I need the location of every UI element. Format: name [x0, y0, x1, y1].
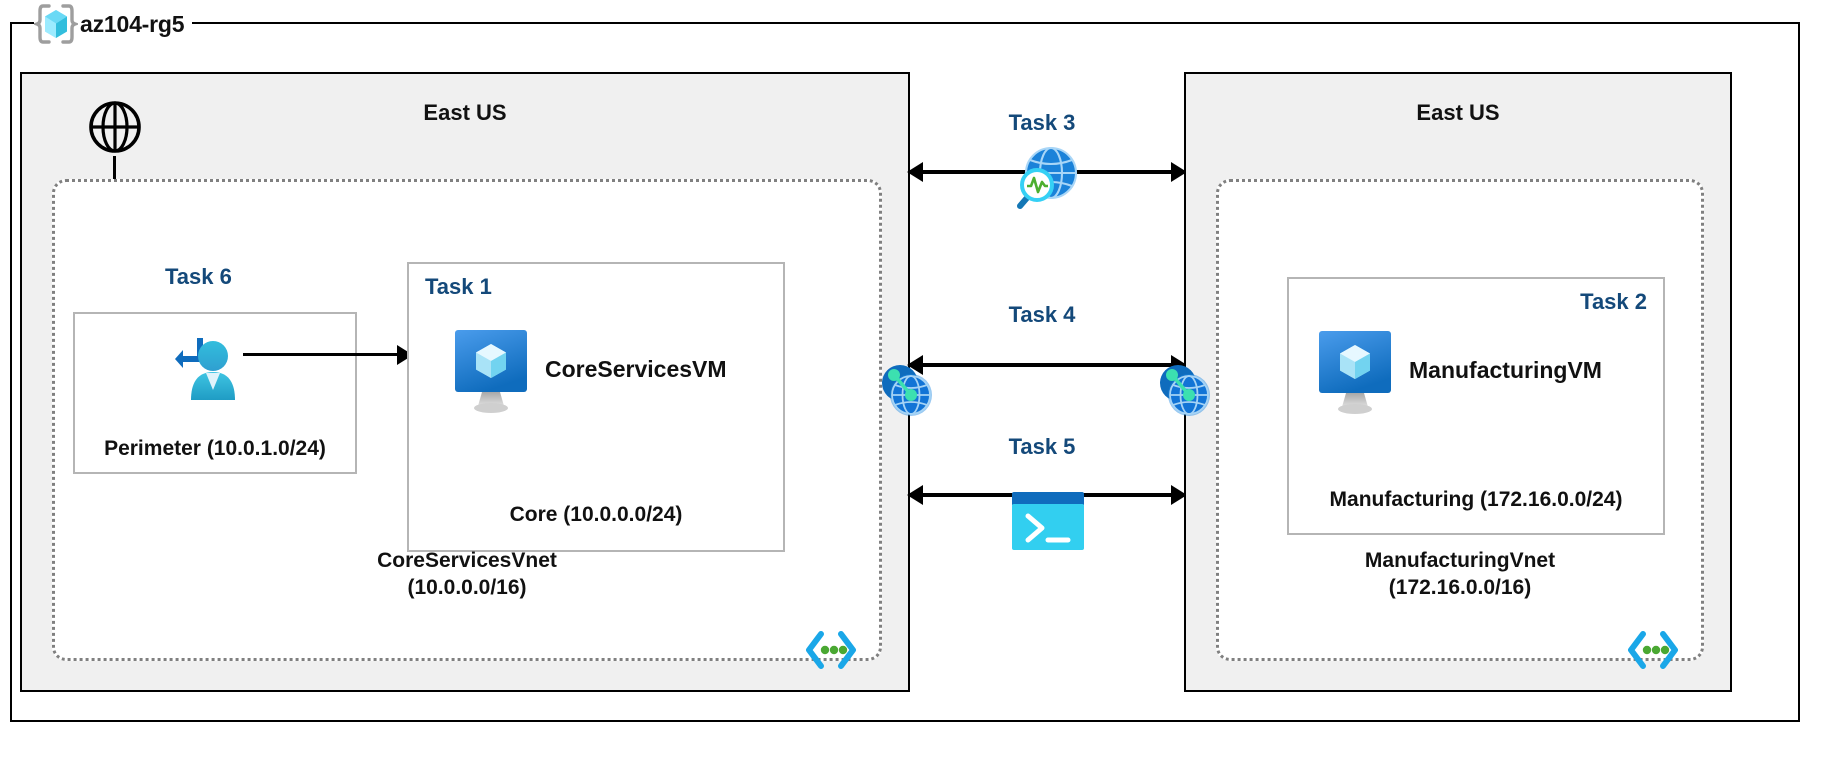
region-title-right: East US — [1416, 100, 1500, 125]
subnet-name-core: Core — [509, 502, 558, 526]
task-label-2: Task 2 — [1580, 289, 1647, 314]
vnet-manufacturing: Task 2 — [1216, 179, 1704, 669]
azure-bastion-icon — [171, 332, 245, 408]
subnet-cidr-perimeter: (10.0.1.0/24) — [206, 436, 326, 460]
region-box-right: East US T — [1160, 72, 1732, 692]
perimeter-to-core-arrow — [243, 345, 413, 365]
subnet-label-core: Core (10.0.0.0/24) — [409, 501, 783, 528]
subnet-core: Task 1 — [407, 262, 785, 552]
vnet-cidr-manufacturing: (172.16.0.0/16) — [1388, 576, 1532, 600]
task-label-5: Task 5 — [1008, 434, 1076, 459]
subnet-perimeter: Perimeter (10.0.1.0/24) — [73, 312, 357, 474]
subnet-label-perimeter: Perimeter (10.0.1.0/24) — [75, 435, 355, 462]
vnet-peering-icon-right — [1155, 359, 1217, 421]
task-label-6: Task 6 — [165, 264, 232, 289]
subnet-name-perimeter: Perimeter — [104, 436, 201, 460]
code-brackets-icon — [805, 628, 857, 672]
vnet-name-coreservices: CoreServicesVnet — [377, 548, 557, 572]
virtual-machine-icon — [449, 326, 533, 416]
network-watcher-icon — [1008, 142, 1082, 221]
vnet-name-manufacturing: ManufacturingVnet — [1364, 548, 1556, 572]
subnet-cidr-core: (10.0.0.0/24) — [563, 502, 683, 526]
subnet-name-manufacturing: Manufacturing — [1329, 487, 1475, 511]
connector-task4 — [907, 352, 1187, 378]
resource-group-header: az104-rg5 — [31, 2, 193, 46]
region-box-left: East US Task 6 — [20, 72, 932, 692]
virtual-machine-icon — [1313, 327, 1397, 417]
code-brackets-icon — [1627, 628, 1679, 672]
vm-name-coreservices: CoreServicesVM — [545, 356, 727, 382]
subnet-cidr-manufacturing: (172.16.0.0/24) — [1480, 487, 1623, 511]
region-title-left: East US — [423, 100, 507, 125]
vnet-label-coreservices: CoreServicesVnet (10.0.0.0/16) — [55, 547, 879, 602]
task-label-3: Task 3 — [1008, 110, 1076, 135]
vnet-label-manufacturing: ManufacturingVnet (172.16.0.0/16) — [1219, 547, 1701, 602]
subnet-manufacturing: Task 2 — [1287, 277, 1665, 535]
resource-group-container: az104-rg5 East US Task 6 — [10, 2, 1800, 722]
globe-icon — [87, 99, 143, 155]
vnet-cidr-coreservices: (10.0.0.0/16) — [407, 576, 527, 600]
vm-name-manufacturing: ManufacturingVM — [1409, 357, 1602, 383]
cloud-shell-icon — [1012, 492, 1084, 555]
azure-resource-group-icon — [31, 2, 81, 46]
task-label-4: Task 4 — [1008, 302, 1076, 327]
task-label-1: Task 1 — [425, 274, 492, 299]
vnet-coreservices: Task 6 — [52, 179, 882, 669]
resource-group-name: az104-rg5 — [80, 10, 185, 37]
subnet-label-manufacturing: Manufacturing (172.16.0.0/24) — [1289, 486, 1663, 513]
